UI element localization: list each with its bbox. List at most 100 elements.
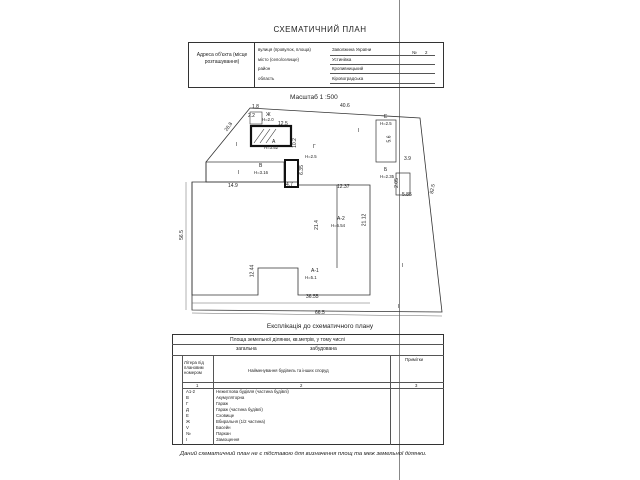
dim-2-2: 2.2 (248, 113, 255, 119)
dim-10-2: 10.2 (291, 138, 298, 148)
dim-1-8: 1.8 (252, 104, 259, 110)
row-1-name: Нежитлова будівля (частина будівлі) (216, 389, 289, 394)
label-e: Е (384, 114, 388, 120)
label-a1: А-1 (311, 268, 319, 274)
table-line-4 (182, 388, 444, 389)
row-1-letter: А1-2 (186, 389, 196, 394)
mark-3: І (238, 170, 240, 176)
mark-1: І (236, 142, 238, 148)
page-title: СХЕМАТИЧНИЙ ПЛАН (273, 25, 367, 34)
dim-5-6: 5.6 (386, 135, 393, 143)
mark-5: І (398, 304, 400, 310)
dim-12-37: 12.37 (337, 184, 350, 190)
dim-line-bottom-2 (191, 312, 443, 317)
footer-note: Даний схематичний план не є підставою дл… (180, 451, 427, 457)
dim-5-85: 5.85 (402, 192, 412, 198)
address-box (188, 42, 444, 88)
dim-40-6: 40.6 (340, 103, 350, 109)
label-g: Г (313, 144, 316, 150)
area-total-label: загальна (236, 346, 257, 352)
plan-scale: Масштаб 1 :500 (290, 94, 338, 101)
row-3-name: Гараж (216, 401, 229, 406)
label-zh: Ж (266, 112, 271, 118)
hatch-1 (253, 128, 265, 144)
plot-boundary (191, 107, 443, 313)
col-num-3: 3 (415, 383, 418, 388)
row-5-name: Сховище (216, 413, 235, 418)
dim-21-4: 21.4 (313, 220, 320, 230)
main-building-outline (191, 181, 371, 296)
col-letter-header: Літера під плановим номером (184, 360, 204, 375)
building-a (249, 124, 293, 148)
row-2-letter: В (186, 395, 189, 400)
row-7-letter: V (186, 425, 189, 430)
explication-title: Експлікація до схематичного плану (266, 323, 374, 330)
label-b: Б (384, 167, 388, 173)
label-v: В (259, 163, 263, 169)
address-city-label: місто (село/селище) (258, 57, 300, 62)
building-v (205, 161, 285, 183)
table-col-1 (182, 355, 183, 445)
row-4-name: Гараж (частина будівлі) (216, 407, 263, 412)
col-name-header: Найменування будівель та інших споруд (248, 368, 329, 373)
address-city-value: Устинівка (332, 57, 352, 62)
table-line-1 (172, 344, 444, 345)
address-region-label: область (258, 76, 275, 81)
row-7-name: Басейн (216, 425, 231, 430)
row-6-name: Вбиральня (1/2 частина) (216, 419, 266, 424)
dim-21-12: 21.12 (361, 213, 368, 227)
label-a2-h: H=6.54 (331, 223, 345, 228)
dim-66-5: 66.5 (315, 310, 325, 316)
table-line-2 (172, 355, 444, 356)
address-label: Адреса об'єкта (місце розташування) (196, 52, 248, 65)
row-8-name: Паркан (216, 431, 231, 436)
table-col-3 (390, 355, 391, 445)
table-line-3 (182, 382, 444, 383)
address-underline-2 (330, 64, 435, 65)
row-3-letter: Г (186, 401, 189, 406)
mark-2: І (358, 128, 360, 134)
dim-12-5: 12.5 (278, 121, 288, 127)
label-e-h: H=2.5 (380, 121, 392, 126)
col-num-2: 2 (300, 383, 303, 388)
row-2-name: Акумуляторна (216, 395, 245, 400)
hatch-2 (259, 128, 271, 144)
address-number-value: 2 (425, 50, 428, 55)
label-a: А (272, 139, 276, 145)
dim-2-05: 2.05 (393, 178, 400, 188)
building-e (375, 119, 397, 163)
row-4-letter: Д (186, 407, 189, 412)
label-a1-h: H=5.1 (305, 275, 317, 280)
dim-4-7: 4.7 (286, 182, 293, 188)
building-b-right (395, 172, 411, 196)
row-6-letter: Ж (186, 419, 190, 424)
address-district-value: Кропивницький (332, 66, 364, 71)
dim-12-44: 12.44 (249, 264, 256, 278)
address-underline-4 (330, 83, 435, 84)
label-a2: А-2 (337, 216, 345, 222)
table-col-2 (213, 355, 214, 445)
address-street-value: Заволжина України (332, 47, 372, 52)
address-underline-1 (330, 55, 435, 56)
dim-56-5: 56.5 (178, 230, 185, 240)
label-b-h: H=2.35 (380, 174, 394, 179)
dim-36-55: 36.55 (306, 294, 319, 300)
dim-14-9: 14.9 (228, 183, 238, 189)
address-region-value: Кіровоградська (332, 76, 364, 81)
address-district-label: район (258, 66, 271, 71)
label-g-h: H=2.5 (305, 154, 317, 159)
row-8-letter: № (186, 431, 191, 436)
area-built-label: забудована (310, 346, 337, 352)
address-underline-3 (330, 73, 435, 74)
col-note-header: Примітки (405, 357, 424, 362)
label-v-h: H=3.16 (254, 170, 268, 175)
address-number-label: № (412, 50, 417, 55)
dim-6-35: 6.35 (298, 165, 305, 175)
sheet-fold-line (399, 0, 400, 480)
building-g (284, 159, 299, 188)
row-9-letter: І (186, 437, 188, 442)
label-zh-h: H=2.0 (262, 117, 274, 122)
explication-table (172, 334, 444, 445)
col-num-1: 1 (196, 383, 199, 388)
